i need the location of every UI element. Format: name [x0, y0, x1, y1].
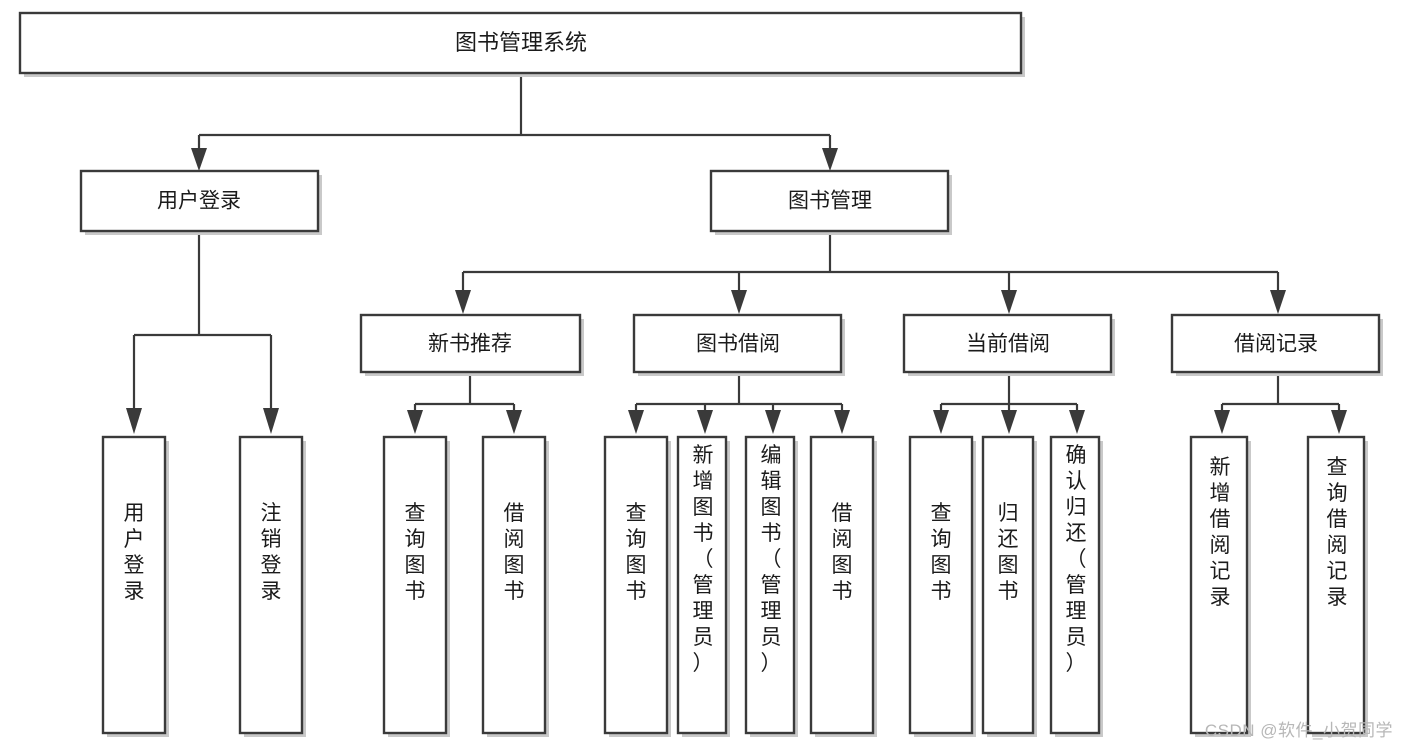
- arrow-to-borrow-record: [1270, 290, 1286, 314]
- arrow-to-leaf-return-book: [1001, 410, 1017, 434]
- arrow-to-leaf-add-record: [1214, 410, 1230, 434]
- node-current-borrow-box[interactable]: [902, 313, 1113, 374]
- leaf-confirm-return[interactable]: 确认归还（管理员）: [1049, 435, 1103, 737]
- leaf-return-book-box[interactable]: [981, 435, 1035, 735]
- node-user-login-label: 用户登录: [157, 190, 241, 213]
- leaf-borrow-book-a[interactable]: 借阅图书: [481, 435, 549, 737]
- node-book-management-label: 图书管理: [788, 190, 872, 213]
- leaf-add-book-box[interactable]: [676, 435, 728, 735]
- leaf-add-book-label: 新增图书（管理员）: [693, 444, 714, 675]
- leaf-user-login-box[interactable]: [101, 435, 167, 735]
- leaf-borrow-book-b[interactable]: 借阅图书: [809, 435, 877, 737]
- arrow-to-new-book-rec: [455, 290, 471, 314]
- leaf-edit-book[interactable]: 编辑图书（管理员）: [744, 435, 798, 737]
- leaf-edit-book-box[interactable]: [744, 435, 796, 735]
- leaf-query-record-box[interactable]: [1306, 435, 1366, 735]
- arrow-to-leaf-query-record: [1331, 410, 1347, 434]
- node-book-management-box[interactable]: [709, 169, 950, 233]
- leaf-query-book-c[interactable]: 查询图书: [908, 435, 976, 737]
- arrow-to-leaf-edit-book: [765, 410, 781, 434]
- leaf-query-book-c-label: 查询图书: [931, 502, 952, 603]
- node-root[interactable]: 图书管理系统: [18, 11, 1025, 77]
- leaf-return-book[interactable]: 归还图书: [981, 435, 1037, 737]
- node-current-borrow-label: 当前借阅: [966, 333, 1050, 356]
- node-borrow-record[interactable]: 借阅记录: [1170, 313, 1383, 376]
- node-root-box[interactable]: [18, 11, 1023, 75]
- arrow-to-leaf-user-login: [126, 408, 142, 434]
- leaf-query-book-b-label: 查询图书: [626, 502, 647, 603]
- leaf-add-record-box[interactable]: [1189, 435, 1249, 735]
- leaf-user-login-label: 用户登录: [124, 502, 145, 603]
- node-root-label: 图书管理系统: [455, 30, 587, 55]
- leaf-add-record-label: 新增借阅记录: [1210, 456, 1231, 609]
- node-book-borrow[interactable]: 图书借阅: [632, 313, 845, 376]
- leaf-query-book-b-box[interactable]: [603, 435, 669, 735]
- leaf-query-record-label: 查询借阅记录: [1327, 456, 1348, 609]
- arrow-to-leaf-query-book-a: [407, 410, 423, 434]
- arrow-to-leaf-query-book-c: [933, 410, 949, 434]
- leaf-query-book-a-label: 查询图书: [405, 502, 426, 603]
- node-current-borrow[interactable]: 当前借阅: [902, 313, 1115, 376]
- connectors-layer: [126, 76, 1347, 434]
- leaf-logout-box[interactable]: [238, 435, 304, 735]
- arrow-to-user-login: [191, 148, 207, 171]
- leaf-user-login[interactable]: 用户登录: [101, 435, 169, 737]
- node-book-borrow-label: 图书借阅: [696, 333, 780, 356]
- leaf-borrow-book-a-label: 借阅图书: [504, 502, 525, 603]
- leaf-confirm-return-label: 确认归还（管理员）: [1066, 444, 1087, 675]
- leaf-return-book-label: 归还图书: [998, 502, 1019, 603]
- leaf-query-record[interactable]: 查询借阅记录: [1306, 435, 1368, 737]
- node-borrow-record-label: 借阅记录: [1234, 333, 1318, 356]
- node-new-book-recommend-box[interactable]: [359, 313, 582, 374]
- arrow-to-current-borrow: [1001, 290, 1017, 314]
- node-book-management[interactable]: 图书管理: [709, 169, 952, 235]
- leaf-edit-book-label: 编辑图书（管理员）: [761, 444, 782, 675]
- arrow-to-leaf-borrow-book-a: [506, 410, 522, 434]
- arrow-to-leaf-logout: [263, 408, 279, 434]
- csdn-watermark: CSDN @软件_小贺同学: [1204, 721, 1393, 740]
- leaf-logout[interactable]: 注销登录: [238, 435, 306, 737]
- arrow-to-leaf-confirm-return: [1069, 410, 1085, 434]
- arrow-to-book-mgmt: [822, 148, 838, 171]
- arrow-to-leaf-add-book: [697, 410, 713, 434]
- leaf-logout-label: 注销登录: [261, 502, 282, 603]
- leaf-borrow-book-a-box[interactable]: [481, 435, 547, 735]
- leaf-query-book-c-box[interactable]: [908, 435, 974, 735]
- node-new-book-recommend-label: 新书推荐: [428, 333, 512, 356]
- arrow-to-leaf-query-book-b: [628, 410, 644, 434]
- node-user-login[interactable]: 用户登录: [79, 169, 322, 235]
- leaf-query-book-a-box[interactable]: [382, 435, 448, 735]
- node-borrow-record-box[interactable]: [1170, 313, 1381, 374]
- arrow-to-book-borrow: [731, 290, 747, 314]
- leaf-query-book-a[interactable]: 查询图书: [382, 435, 450, 737]
- node-new-book-recommend[interactable]: 新书推荐: [359, 313, 584, 376]
- leaf-query-book-b[interactable]: 查询图书: [603, 435, 671, 737]
- leaf-borrow-book-b-label: 借阅图书: [832, 502, 853, 603]
- leaf-add-record[interactable]: 新增借阅记录: [1189, 435, 1251, 737]
- node-user-login-box[interactable]: [79, 169, 320, 233]
- leaf-borrow-book-b-box[interactable]: [809, 435, 875, 735]
- node-book-borrow-box[interactable]: [632, 313, 843, 374]
- arrow-to-leaf-borrow-book-b: [834, 410, 850, 434]
- leaf-add-book[interactable]: 新增图书（管理员）: [676, 435, 730, 737]
- leaf-confirm-return-box[interactable]: [1049, 435, 1101, 735]
